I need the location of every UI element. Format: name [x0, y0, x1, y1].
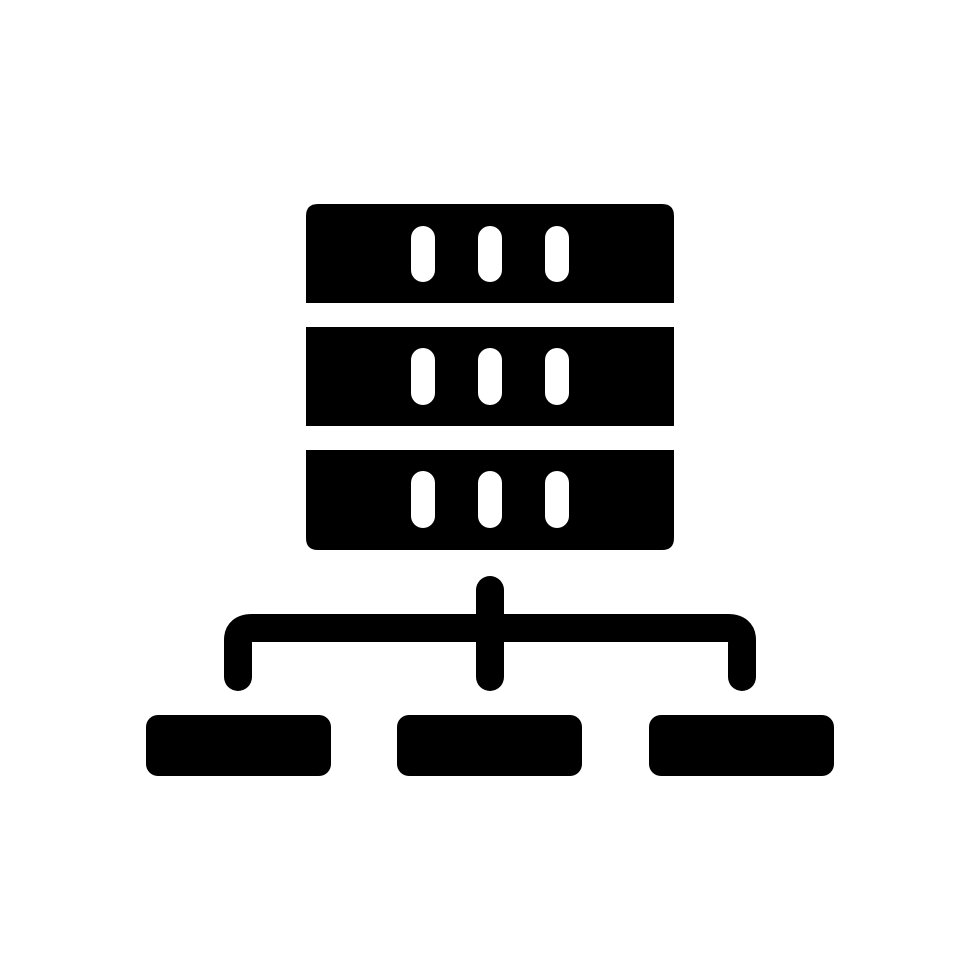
network-connectors [224, 576, 756, 691]
slot-top-2 [478, 226, 502, 282]
network-nodes [146, 715, 834, 776]
slot-bottom-1 [411, 471, 435, 528]
network-node-left [146, 715, 331, 776]
slot-top-1 [411, 226, 435, 282]
slot-top-3 [545, 226, 569, 282]
slot-bottom-3 [545, 471, 569, 528]
server-slots [411, 226, 569, 528]
server-stack [306, 204, 674, 550]
slot-middle-3 [545, 348, 569, 405]
slot-middle-2 [478, 348, 502, 405]
network-node-center [397, 715, 582, 776]
network-node-right [649, 715, 834, 776]
slot-middle-1 [411, 348, 435, 405]
connector-branches [224, 614, 756, 691]
slot-bottom-2 [478, 471, 502, 528]
